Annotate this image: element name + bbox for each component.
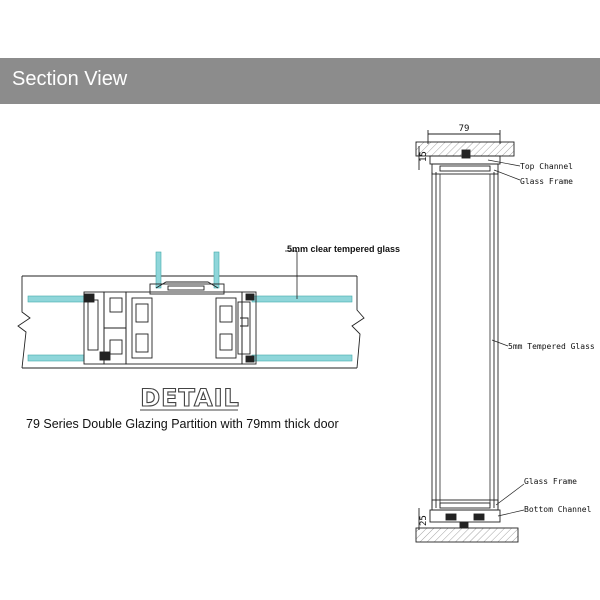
plan-detail-drawing — [17, 250, 365, 369]
glass-pane-left-top — [27, 295, 85, 303]
glass-frame-bottom — [431, 499, 499, 511]
dim-top-label: 15 — [419, 151, 429, 162]
label-top-channel: Top Channel — [520, 162, 573, 171]
glass-pane-left-bottom — [27, 354, 85, 362]
label-bottom-channel: Bottom Channel — [524, 505, 592, 514]
label-glass-frame-bottom: Glass Frame — [524, 477, 577, 486]
frame-profile-right — [237, 291, 257, 365]
door-glass-right — [213, 251, 220, 289]
vertical-section-drawing — [415, 130, 525, 543]
section-title: Section View — [12, 68, 128, 90]
bottom-channel — [429, 509, 501, 523]
frame-profile-left — [83, 291, 127, 365]
section-header-bar: Section View — [0, 58, 600, 104]
dim-width-label: 79 — [459, 124, 470, 134]
glass-pane-right-top — [251, 295, 353, 303]
door-glass-left — [155, 251, 162, 289]
floor-slab — [415, 527, 519, 543]
detail-heading: DETAIL — [140, 384, 240, 412]
door-profile-center — [125, 281, 243, 365]
label-glass-frame-top: Glass Frame — [520, 177, 573, 186]
glass-callout-label: 5mm clear tempered glass — [287, 244, 400, 254]
detail-caption: 79 Series Double Glazing Partition with … — [26, 417, 339, 431]
dim-bottom-label: 25 — [419, 515, 429, 526]
glass-pane-right-bottom — [251, 354, 353, 362]
glass-frame-top — [431, 163, 499, 175]
label-tempered-glass: 5mm Tempered Glass — [508, 342, 595, 351]
